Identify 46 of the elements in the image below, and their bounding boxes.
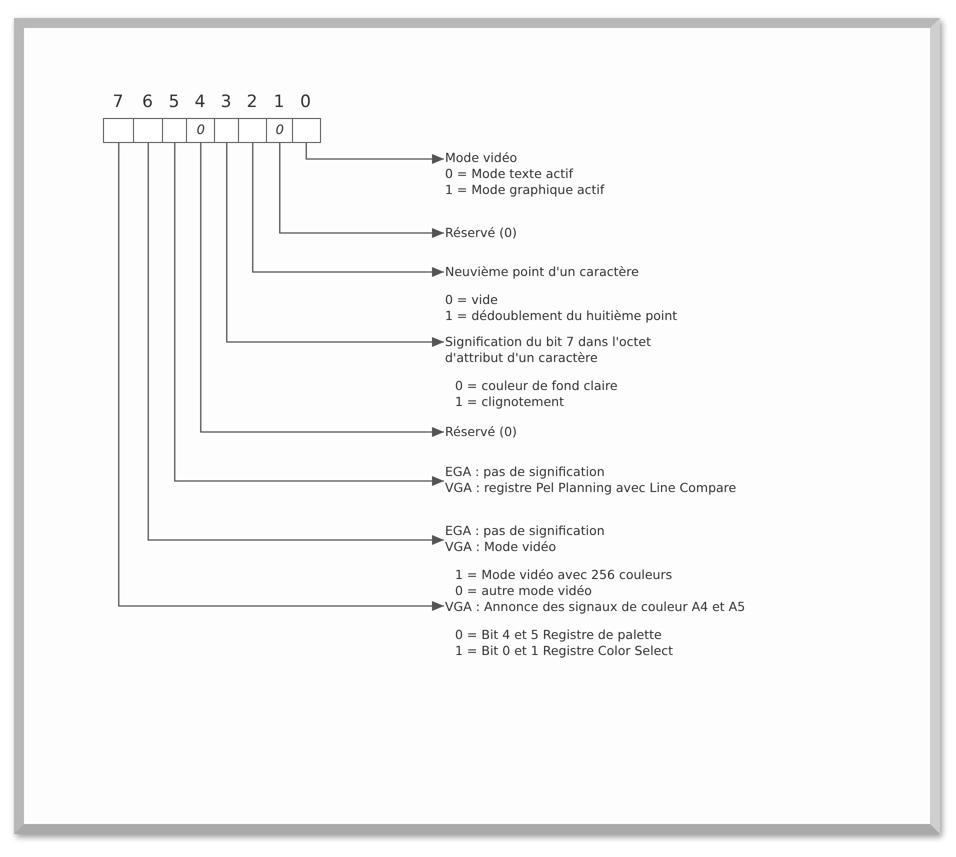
arrow	[226, 143, 444, 347]
description-text: 0 = Bit 4 et 5 Registre de palette	[455, 627, 663, 643]
bit-number: 2	[246, 92, 258, 112]
description-text: VGA : Mode vidéo	[445, 539, 558, 555]
description-text: Réservé (0)	[445, 225, 517, 241]
register-bit-cell	[214, 118, 240, 143]
register-bit-cell	[133, 118, 164, 143]
description-text: EGA : pas de signification	[445, 523, 606, 539]
arrow	[200, 143, 444, 437]
bit-number: 5	[168, 92, 180, 112]
description-text: VGA : registre Pel Planning avec Line Compare	[445, 480, 736, 496]
bit-value: 0	[276, 123, 284, 138]
register-bit-cell	[162, 118, 188, 143]
bit-number: 3	[220, 92, 232, 112]
arrow	[279, 143, 444, 238]
register-bit-cell	[266, 118, 294, 143]
arrow	[174, 143, 444, 486]
arrow	[148, 143, 444, 545]
bit-number: 7	[112, 92, 124, 112]
arrow	[118, 143, 444, 611]
description-text: 0 = Mode texte actif	[445, 166, 574, 182]
register-bit-cell	[292, 118, 320, 143]
bit-number: 1	[272, 92, 286, 112]
description-text: EGA : pas de signification	[445, 464, 606, 480]
description-text: 0 = couleur de fond claire	[455, 378, 619, 394]
description-text: 1 = Bit 0 et 1 Registre Color Select	[455, 643, 674, 659]
description-text: Réservé (0)	[445, 424, 517, 440]
bit-value: 0	[196, 123, 205, 138]
description-text: 1 = clignotement	[455, 394, 565, 410]
description-text: Neuvième point d'un caractère	[445, 264, 640, 280]
description-text: 0 = autre mode vidéo	[455, 583, 593, 599]
description-text: VGA : Annonce des signaux de couleur A4 et A5	[445, 599, 746, 615]
arrow	[252, 143, 444, 277]
description-text: 1 = dédoublement du huitième point	[445, 308, 678, 324]
description-text: 1 = Mode vidéo avec 256 couleurs	[455, 567, 672, 583]
register-bit-cell	[186, 118, 216, 143]
register-bit-cell	[238, 118, 268, 143]
description-text: 0 = vide	[445, 292, 499, 308]
bit-number: 4	[194, 92, 206, 112]
description-text: 1 = Mode graphique actif	[445, 182, 604, 198]
description-text: Signification du bit 7 dans l'octet d'attribut d'un caractère	[445, 334, 652, 366]
arrow	[306, 143, 444, 164]
bit-number: 0	[299, 92, 312, 112]
bit-number: 6	[141, 92, 154, 112]
register-bit-cell	[103, 118, 134, 143]
description-text: Mode vidéo	[445, 150, 518, 166]
